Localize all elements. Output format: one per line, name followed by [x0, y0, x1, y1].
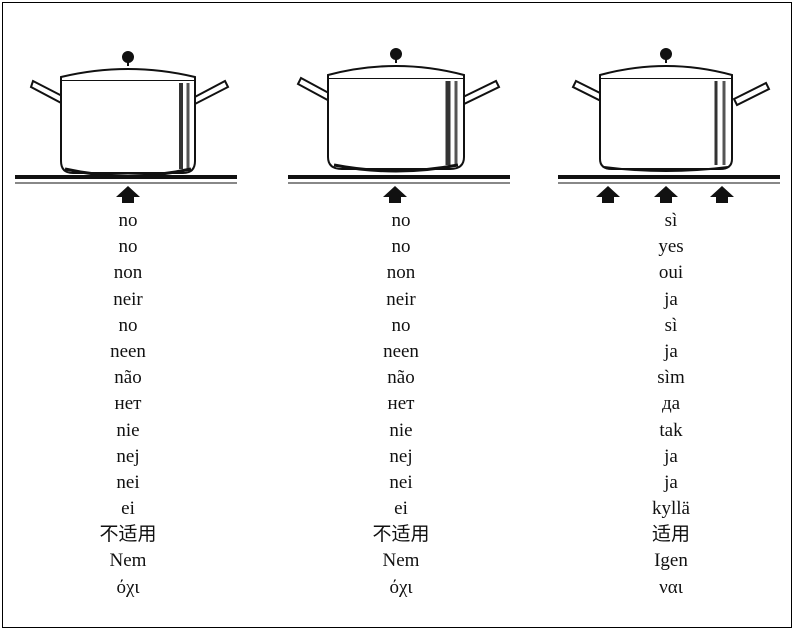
- word: oui: [658, 262, 684, 284]
- pot-illustration-1: [15, 51, 237, 203]
- word: non: [386, 262, 416, 284]
- word: 不适用: [99, 524, 157, 546]
- word: nej: [116, 445, 140, 467]
- panel-1: no no non neir no neen não нет nie nej n…: [13, 43, 243, 613]
- word: não: [114, 367, 142, 389]
- word: sì: [664, 210, 678, 231]
- word: όχι: [116, 576, 140, 598]
- word: nej: [389, 445, 413, 467]
- word: ja: [664, 340, 678, 362]
- word: ja: [664, 471, 678, 493]
- word: no: [118, 210, 138, 231]
- word: neen: [383, 340, 419, 362]
- word: нет: [114, 393, 142, 415]
- word: нет: [387, 393, 415, 415]
- word: não: [387, 367, 415, 389]
- word: όχι: [389, 576, 413, 598]
- word: kyllä: [652, 498, 690, 520]
- word: neir: [113, 288, 143, 310]
- word: ei: [121, 498, 135, 520]
- word: no: [391, 236, 411, 258]
- word-list-2: no no non neir no neen não нет nie nej n…: [286, 208, 516, 601]
- word: nie: [389, 419, 413, 441]
- panel-3: sì yes oui ja sì ja sìm да tak ja ja kyl…: [556, 43, 786, 613]
- word: ei: [394, 498, 408, 520]
- word: neir: [386, 288, 416, 310]
- pot-illustration-3: [558, 48, 780, 203]
- word: nie: [116, 419, 140, 441]
- word: tak: [659, 419, 683, 441]
- word: ja: [664, 445, 678, 467]
- word: ναι: [659, 576, 683, 598]
- word: no: [391, 314, 411, 336]
- word-list-1: no no non neir no neen não нет nie nej n…: [13, 208, 243, 601]
- word: Igen: [654, 550, 688, 572]
- word: 不适用: [372, 524, 430, 546]
- word-list-3: sì yes oui ja sì ja sìm да tak ja ja kyl…: [556, 208, 786, 601]
- word: nei: [116, 471, 140, 493]
- word: no: [391, 210, 411, 231]
- word: no: [118, 236, 138, 258]
- word: no: [118, 314, 138, 336]
- word: nei: [389, 471, 413, 493]
- word: sì: [664, 314, 678, 336]
- panel-2: no no non neir no neen não нет nie nej n…: [286, 43, 516, 613]
- pot-illustration-2: [288, 48, 510, 203]
- word: Nem: [109, 550, 147, 572]
- word: non: [113, 262, 143, 284]
- word: Nem: [382, 550, 420, 572]
- word: neen: [110, 340, 146, 362]
- word: sìm: [657, 367, 685, 389]
- word: да: [661, 393, 681, 415]
- word: 适用: [651, 524, 690, 546]
- word: yes: [658, 236, 684, 258]
- word: ja: [664, 288, 678, 310]
